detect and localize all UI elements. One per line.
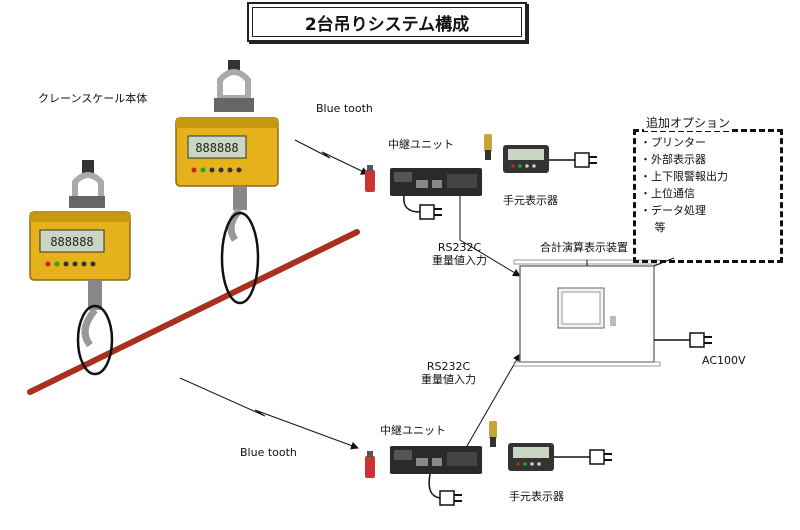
label-hand-display-bottom: 手元表示器 xyxy=(509,490,564,503)
bluetooth-signal-bottom xyxy=(179,377,359,450)
label-bluetooth-bottom: Blue tooth xyxy=(240,446,297,459)
hook-circle-right xyxy=(220,211,260,305)
label-crane-scale: クレーンスケール本体 xyxy=(38,92,148,105)
option-item: ・外部表示器 xyxy=(640,153,706,166)
options-title: 追加オプション xyxy=(644,114,733,131)
lcd-digits-left: 888888 xyxy=(50,235,93,249)
hook-circle-left xyxy=(76,304,114,376)
options-list: ・プリンター ・外部表示器 ・上下限警報出力 ・上位通信 ・データ処理 等 xyxy=(640,134,728,236)
relay-unit-bottom xyxy=(365,353,521,506)
crane-scale-right: 888888 xyxy=(175,60,279,242)
label-bluetooth-top: Blue tooth xyxy=(316,102,373,115)
bluetooth-signal-top xyxy=(294,139,369,175)
label-relay-unit-top: 中継ユニット xyxy=(388,138,454,151)
label-ac100v: AC100V xyxy=(702,354,746,367)
option-item: ・上位通信 xyxy=(640,187,695,200)
crane-scale-left: 888888 xyxy=(29,160,131,348)
lcd-digits-right: 888888 xyxy=(195,141,238,155)
diagram-title: 2台吊りシステム構成 xyxy=(247,2,527,42)
hand-display-top xyxy=(503,145,597,173)
label-rs232c-bottom: RS232C 重量値入力 xyxy=(421,360,476,386)
option-item: ・プリンター xyxy=(640,136,706,149)
calc-display-device xyxy=(513,257,712,367)
relay-unit-top xyxy=(365,134,521,277)
option-item: 等 xyxy=(640,221,666,234)
option-item: ・上下限警報出力 xyxy=(640,170,728,183)
hand-display-bottom xyxy=(508,443,612,471)
label-relay-unit-bottom: 中継ユニット xyxy=(380,424,446,437)
label-hand-display-top: 手元表示器 xyxy=(503,194,558,207)
label-calc-display: 合計演算表示装置 xyxy=(540,241,628,254)
option-item: ・データ処理 xyxy=(640,204,706,217)
label-rs232c-top: RS232C 重量値入力 xyxy=(432,241,487,267)
